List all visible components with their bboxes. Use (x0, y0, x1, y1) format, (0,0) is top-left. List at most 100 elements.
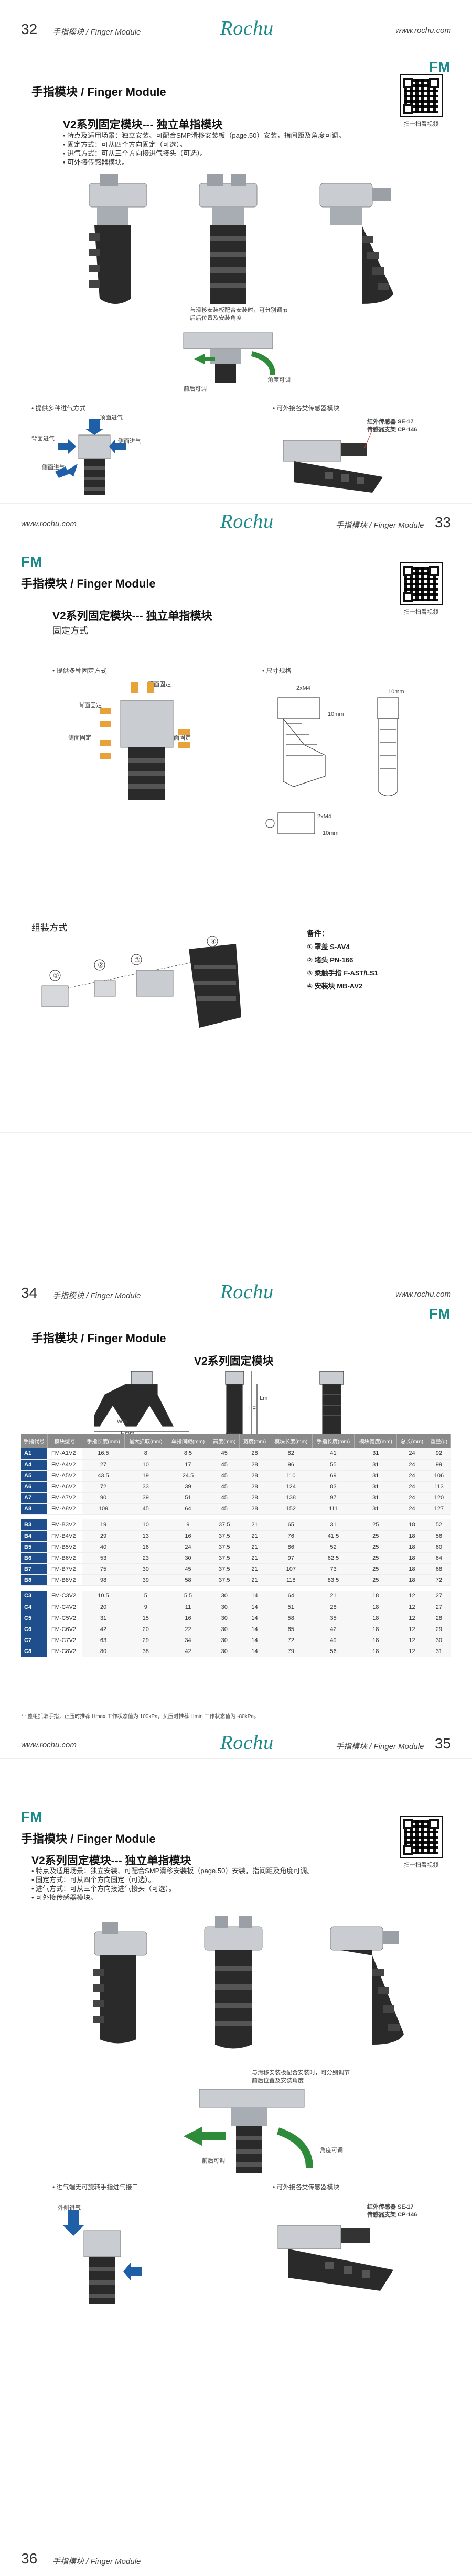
value-cell: 14 (239, 1602, 270, 1613)
value-cell: 29 (124, 1635, 167, 1646)
value-cell: 24 (396, 1470, 427, 1482)
dim-label: 10mm (323, 830, 339, 836)
model-cell: FM-B8V2 (47, 1574, 82, 1586)
finger-code-cell: B8 (21, 1574, 47, 1586)
table-column-header: 宽度(mm) (239, 1434, 270, 1448)
table-group-gap (21, 1514, 451, 1519)
qr-code[interactable] (400, 1816, 443, 1858)
finger-code-cell: A7 (21, 1492, 47, 1504)
value-cell: 23 (124, 1552, 167, 1564)
adjust-note: 与滑移安装板配合安装时，可分别调节 后后位置及安装角度 (190, 307, 288, 321)
value-cell: 11 (167, 1602, 209, 1613)
value-cell: 12 (396, 1624, 427, 1635)
value-cell: 37.5 (209, 1552, 240, 1564)
assembly-step: ③ (134, 956, 141, 964)
value-cell: 30 (167, 1552, 209, 1564)
page-header: www.rochu.com Rochu 手指模块 / Finger Module… (21, 509, 451, 535)
feature-item: 固定方式：可从四个方向固定（可选）。 (63, 140, 345, 149)
value-cell: 19 (82, 1519, 125, 1531)
value-cell: 69 (312, 1470, 355, 1482)
value-cell: 25 (354, 1519, 397, 1531)
value-cell: 27 (82, 1459, 125, 1471)
page-number: 35 (434, 1735, 451, 1752)
value-cell: 14 (239, 1646, 270, 1657)
website-url: www.rochu.com (21, 1741, 77, 1749)
sketch-label: Lm (260, 1395, 268, 1401)
sensor-b-label: 传感器支架 CP-146 (367, 2212, 417, 2218)
value-cell: 9 (167, 1519, 209, 1531)
sensor-a-label: 红外传感器 SE-17 (367, 419, 414, 425)
catalog-page-32: 32 手指模块 / Finger Module Rochu www.rochu.… (0, 0, 472, 503)
finger-code-cell: C3 (21, 1591, 47, 1602)
value-cell: 51 (270, 1602, 313, 1613)
value-cell: 10 (124, 1519, 167, 1531)
value-cell: 52 (427, 1519, 451, 1531)
value-cell: 25 (354, 1530, 397, 1542)
value-cell: 21 (239, 1541, 270, 1553)
dim-label: 2xM4 (317, 813, 331, 820)
value-cell: 97 (312, 1492, 355, 1504)
value-cell: 45 (209, 1448, 240, 1460)
catalog-page-34: 34 手指模块 / Finger Module Rochu www.rochu.… (0, 1132, 472, 1758)
value-cell: 24 (396, 1459, 427, 1471)
finger-code-cell: A6 (21, 1481, 47, 1493)
table-column-header: 模块型号 (47, 1434, 83, 1448)
model-cell: FM-B3V2 (47, 1519, 82, 1531)
value-cell: 43.5 (82, 1470, 125, 1482)
value-cell: 16 (167, 1530, 209, 1542)
feature-item: 特点及适用场景：独立安装、可配合SMP滑移安装板（page.50）安装，指间距及… (63, 131, 345, 140)
value-cell: 29 (82, 1530, 125, 1542)
feature-item: 特点及适用场景：独立安装、可配合SMP滑移安装板（page.50）安装，指间距及… (31, 1866, 314, 1875)
fm-tag: FM (21, 1809, 42, 1825)
sketch-label: Wm (117, 1419, 127, 1425)
air-inlet-diagram (55, 419, 126, 495)
model-cell: FM-B6V2 (47, 1552, 82, 1564)
value-cell: 45 (209, 1481, 240, 1493)
table-column-header: 手指代号 (21, 1434, 48, 1448)
value-cell: 72 (270, 1635, 313, 1646)
feature-list: 特点及适用场景：独立安装、可配合SMP滑移安装板（page.50）安装，指间距及… (31, 1866, 314, 1902)
top-inlet-label: 顶面进气 (100, 415, 123, 421)
value-cell: 28 (312, 1602, 355, 1613)
value-cell: 14 (239, 1613, 270, 1624)
value-cell: 83.5 (312, 1574, 355, 1586)
value-cell: 110 (270, 1470, 313, 1482)
value-cell: 19 (124, 1470, 167, 1482)
value-cell: 31 (354, 1492, 397, 1504)
feature-item: 可外接传感器模块。 (63, 158, 345, 167)
qr-code[interactable] (400, 74, 443, 117)
value-cell: 25 (354, 1541, 397, 1553)
value-cell: 152 (270, 1503, 313, 1515)
side-fix-right-label: 侧面固定 (168, 735, 191, 741)
value-cell: 16.5 (82, 1448, 125, 1460)
value-cell: 18 (354, 1613, 397, 1624)
website-url: www.rochu.com (21, 519, 77, 528)
value-cell: 106 (427, 1470, 451, 1482)
qr-label: 扫一扫看视频 (404, 609, 438, 615)
value-cell: 28 (427, 1613, 451, 1624)
value-cell: 14 (239, 1624, 270, 1635)
catalog-page-33: www.rochu.com Rochu 手指模块 / Finger Module… (0, 503, 472, 1132)
table-column-header: 高度(mm) (209, 1434, 240, 1448)
value-cell: 124 (270, 1481, 313, 1493)
value-cell: 10.5 (82, 1591, 125, 1602)
page-footer (21, 480, 451, 501)
adjust-note: 与滑移安装板配合安装时，可分别调节 前后位置及安装角度 (252, 2070, 350, 2084)
table-column-header: 单指间距(mm) (167, 1434, 210, 1448)
value-cell: 127 (427, 1503, 451, 1515)
value-cell: 20 (82, 1602, 125, 1613)
qr-code[interactable] (400, 562, 443, 605)
sketch-label: LF (249, 1406, 256, 1412)
side-fix-left-label: 侧面固定 (68, 735, 91, 741)
sensor-b-label: 传感器支架 CP-146 (367, 427, 417, 433)
value-cell: 30 (209, 1591, 240, 1602)
value-cell: 82 (270, 1448, 313, 1460)
product-renders (93, 1916, 404, 2049)
brand-logo: Rochu (220, 1732, 274, 1754)
